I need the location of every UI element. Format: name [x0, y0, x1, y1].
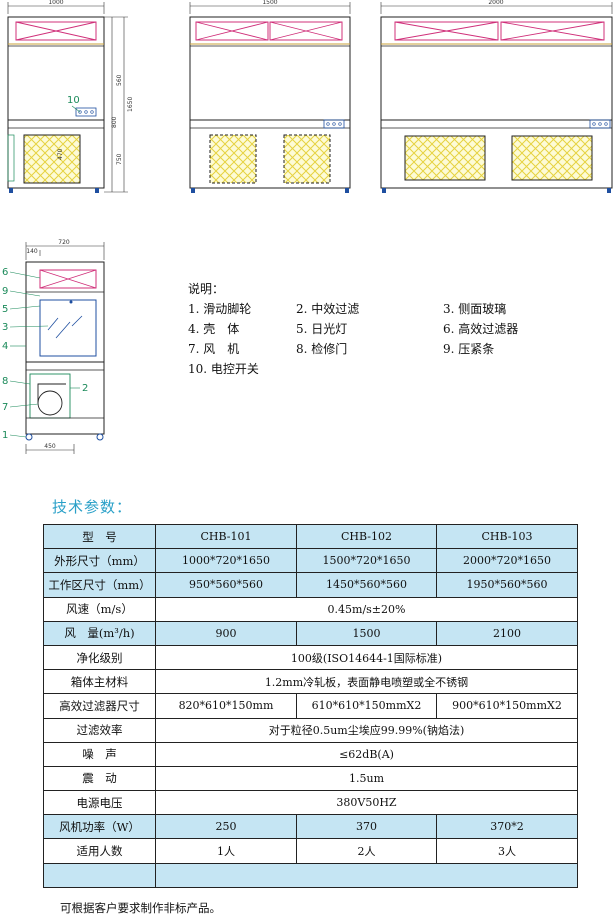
callout-7: 7	[2, 402, 8, 413]
value-cell: 1.5um	[155, 765, 578, 792]
callout-3: 3	[2, 322, 8, 333]
row-label-cell: 工作区尺寸（mm）	[43, 572, 156, 598]
value-cell: 900*610*150mmX2	[436, 693, 578, 719]
row-label-cell: 风速（m/s）	[43, 596, 156, 622]
value-cell: 900	[155, 620, 297, 646]
row-label-cell: 震 动	[43, 765, 156, 792]
value-cell: 1450*560*560	[296, 572, 437, 598]
legend-item: 1. 滑动脚轮	[188, 302, 252, 316]
front-view-large: 2000	[380, 0, 613, 193]
value-cell: 3人	[436, 838, 578, 864]
value-cell: 100级(ISO14644-1国际标准)	[155, 644, 578, 671]
header-model-cell: CHB-102	[296, 523, 437, 550]
callout-9: 9	[2, 286, 8, 297]
side-view: 720 140 450 6 9 5 3 4 8 7 1	[2, 239, 105, 454]
table-row: 风速（m/s）0.45m/s±20%	[43, 596, 578, 622]
dim-top-140: 140	[26, 248, 38, 255]
value-cell: 2人	[296, 838, 437, 864]
table-row: 噪 声≤62dB(A)	[43, 741, 578, 767]
front-view-small: 1000 10 560 1650 800 750 470	[7, 0, 134, 193]
value-cell: 370*2	[436, 814, 578, 840]
row-label-cell: 高效过滤器尺寸	[43, 693, 156, 719]
dim-height-750: 750	[116, 153, 123, 165]
technical-drawings: 1000 10 560 1650 800 750 470 1500	[2, 0, 613, 454]
value-cell: 2000*720*1650	[436, 548, 578, 574]
legend-item: 3. 侧面玻璃	[443, 302, 507, 316]
value-cell: 1950*560*560	[436, 572, 578, 598]
header-model-cell: CHB-103	[436, 523, 578, 550]
legend-item: 2. 中效过滤	[296, 302, 360, 316]
table-row	[43, 862, 578, 888]
legend-item: 8. 检修门	[296, 342, 348, 356]
table-row: 过滤效率对于粒径0.5um尘埃应99.99%(钠焰法)	[43, 717, 578, 743]
dim-base-450: 450	[44, 443, 56, 450]
callout-10: 10	[67, 95, 80, 106]
callout-2: 2	[82, 383, 88, 394]
value-cell: 610*610*150mmX2	[296, 693, 437, 719]
value-cell: ≤62dB(A)	[155, 741, 578, 767]
dim-width-large: 2000	[488, 0, 503, 6]
row-label-cell: 电源电压	[43, 790, 156, 816]
value-cell: 1.2mm冷轧板，表面静电喷塑或全不锈钢	[155, 669, 578, 695]
callout-8: 8	[2, 376, 8, 387]
value-cell: 1500	[296, 620, 437, 646]
row-label-cell: 风 量(m³/h)	[43, 620, 156, 646]
row-label-cell: 适用人数	[43, 838, 156, 864]
value-cell: 820*610*150mm	[155, 693, 297, 719]
value-cell: 2100	[436, 620, 578, 646]
value-cell	[155, 862, 578, 888]
dim-height-1650: 1650	[127, 97, 134, 112]
legend-item: 6. 高效过滤器	[443, 322, 519, 336]
value-cell: 380V50HZ	[155, 790, 578, 816]
legend-item: 4. 壳 体	[188, 322, 240, 336]
row-label-cell: 噪 声	[43, 741, 156, 767]
row-label-cell: 风机功率（W）	[43, 814, 156, 840]
callout-6: 6	[2, 267, 8, 278]
value-cell: 250	[155, 814, 297, 840]
dim-depth-720: 720	[58, 239, 70, 246]
dim-width-mid: 1500	[262, 0, 277, 6]
value-cell: 0.45m/s±20%	[155, 596, 578, 622]
row-label-cell: 箱体主材料	[43, 669, 156, 695]
legend-title: 说明：	[188, 282, 225, 296]
row-label-cell: 过滤效率	[43, 717, 156, 743]
value-cell: 950*560*560	[155, 572, 297, 598]
legend-item: 9. 压紧条	[443, 342, 495, 356]
dim-height-800: 800	[111, 116, 118, 128]
row-label-cell	[43, 862, 156, 888]
header-label-cell: 型 号	[43, 523, 156, 550]
footnote: 可根据客户要求制作非标产品。	[60, 901, 221, 915]
spec-title: 技术参数：	[52, 498, 133, 516]
legend-item: 5. 日光灯	[296, 322, 348, 336]
front-view-mid: 1500	[189, 0, 351, 193]
value-cell: 1人	[155, 838, 297, 864]
dim-height-560: 560	[116, 74, 123, 86]
dim-side-470: 470	[57, 148, 64, 160]
value-cell: 370	[296, 814, 437, 840]
value-cell: 对于粒径0.5um尘埃应99.99%(钠焰法)	[155, 717, 578, 743]
value-cell: 1500*720*1650	[296, 548, 437, 574]
row-label-cell: 净化级别	[43, 644, 156, 671]
legend-item: 10. 电控开关	[188, 362, 259, 376]
dim-width-small: 1000	[48, 0, 63, 6]
header-model-cell: CHB-101	[155, 523, 297, 550]
callout-4: 4	[2, 341, 8, 352]
callout-1: 1	[2, 430, 8, 441]
row-label-cell: 外形尺寸（mm）	[43, 548, 156, 574]
callout-5: 5	[2, 304, 8, 315]
legend-item: 7. 风 机	[188, 342, 240, 356]
value-cell: 1000*720*1650	[155, 548, 297, 574]
